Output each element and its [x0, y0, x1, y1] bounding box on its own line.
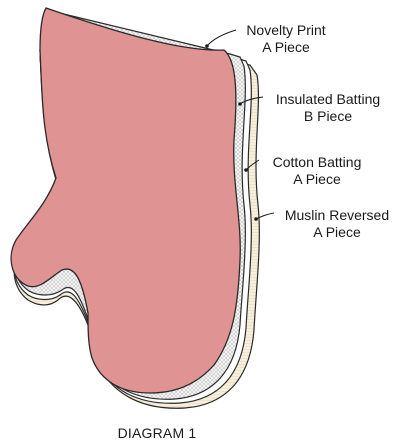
label-cotton-line2: A Piece [293, 171, 341, 187]
label-insulated-line1: Insulated Batting [275, 91, 381, 107]
diagram-caption: DIAGRAM 1 [117, 425, 197, 441]
label-insulated-line2: B Piece [303, 108, 353, 124]
leader-dot-insulated [238, 102, 242, 106]
label-insulated-batting: Insulated Batting B Piece [262, 91, 394, 125]
leader-dot-cotton [244, 168, 248, 172]
leader-dot-muslin [254, 217, 258, 221]
label-muslin-line1: Muslin Reversed [284, 207, 390, 223]
label-cotton-batting: Cotton Batting A Piece [258, 154, 376, 188]
label-cotton-line1: Cotton Batting [272, 154, 362, 170]
label-novelty-line2: A Piece [262, 39, 310, 55]
leader-dot-novelty [205, 44, 209, 48]
label-muslin-reversed: Muslin Reversed A Piece [273, 207, 400, 241]
novelty-print-layer [10, 7, 241, 394]
leader-novelty [206, 29, 237, 47]
label-novelty-print: Novelty Print A Piece [226, 22, 346, 56]
label-novelty-line1: Novelty Print [246, 22, 326, 38]
label-muslin-line2: A Piece [313, 224, 361, 240]
leader-insulated [239, 96, 264, 105]
